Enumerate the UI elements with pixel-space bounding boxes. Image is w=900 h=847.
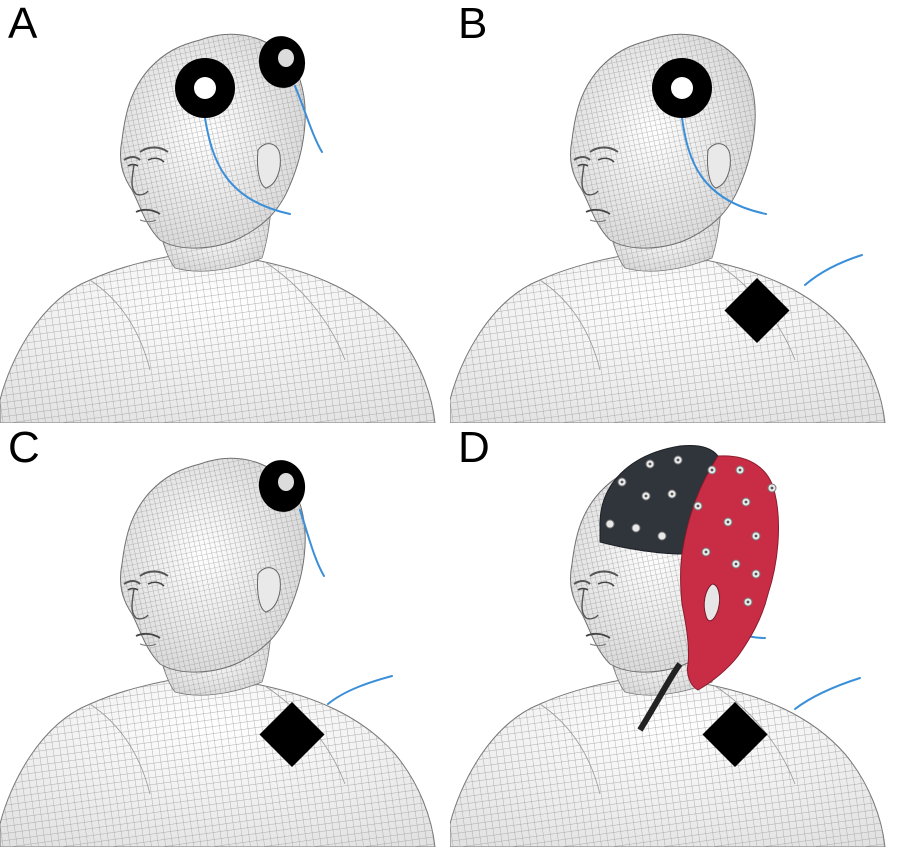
head-and-shoulders-model [0,458,435,847]
forehead-ring-electrode [175,58,235,118]
panel-label: C [8,426,40,470]
shoulder-electrode-lead [795,678,860,709]
shoulder-electrode-lead [328,676,392,704]
panel-b: B [450,0,900,423]
panel-b-illustration [450,0,900,423]
panel-label: B [458,2,487,46]
panel-a-illustration [0,0,450,423]
shoulder-electrode-lead [805,255,862,285]
panel-d-illustration [450,424,900,847]
panel-label: A [8,2,37,46]
panel-label: D [458,426,490,470]
panel-c: C [0,424,450,847]
forehead-ring-electrode [652,58,712,118]
panel-c-illustration [0,424,450,847]
panel-d: D [450,424,900,847]
panel-a: A [0,0,450,423]
